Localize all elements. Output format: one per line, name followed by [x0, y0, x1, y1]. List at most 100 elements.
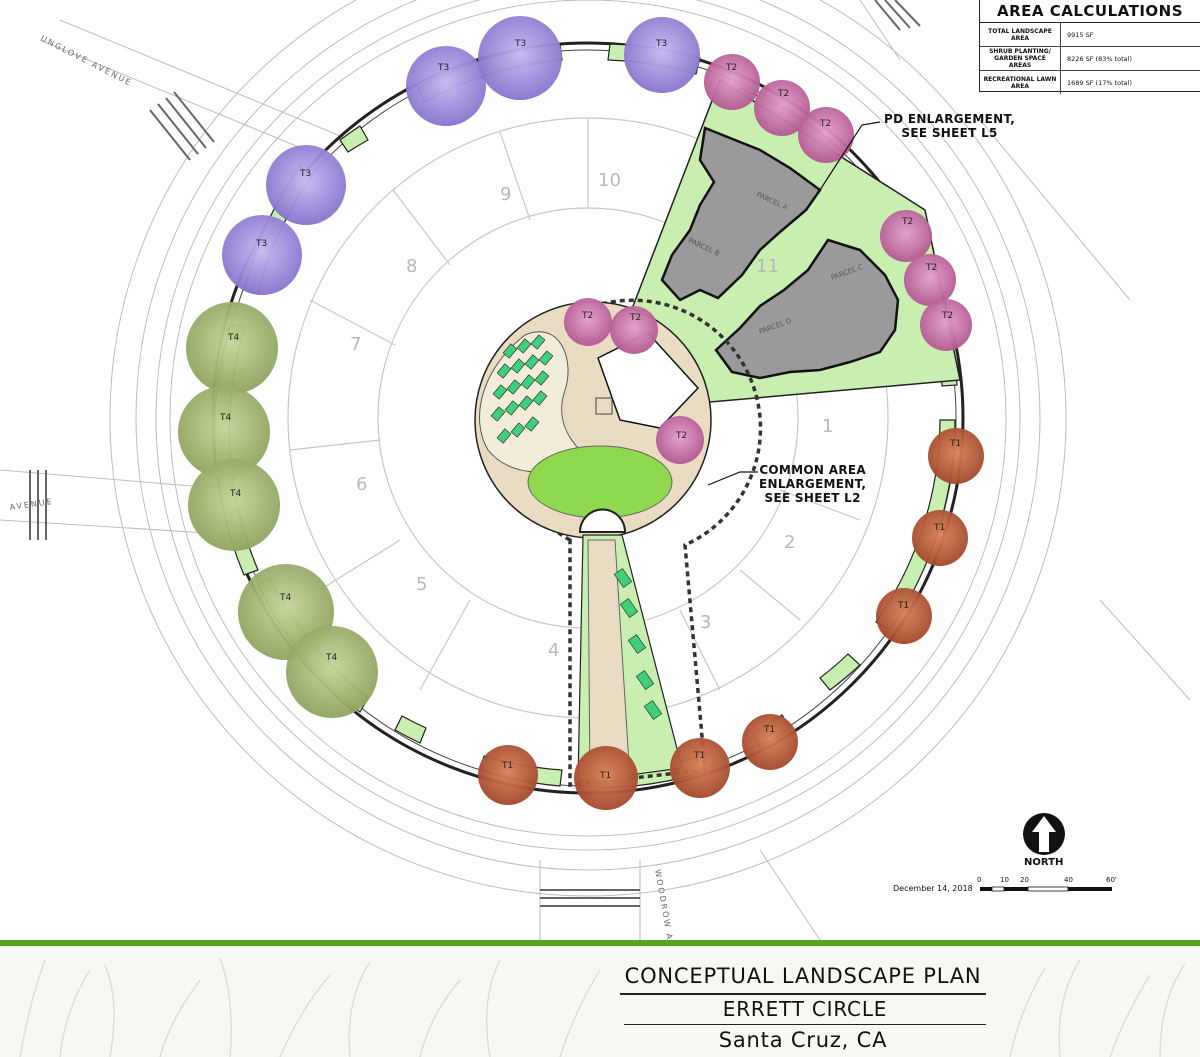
tree-label: T1 [763, 725, 775, 735]
tree-label: T1 [693, 751, 705, 761]
tree-label: T3 [437, 63, 449, 73]
lot-number: 10 [598, 170, 621, 191]
project-name: ERRETT CIRCLE [624, 995, 986, 1025]
lot-number: 4 [548, 640, 559, 661]
landscape-plan-drawing: T3 T3 T3 T3 T3 T4 T4 T4 T4 T4 T2 T2 T2 T… [0, 0, 1191, 940]
tree-label: T2 [819, 119, 831, 129]
keyhole-path [577, 534, 683, 783]
area-calculations-table: AREA CALCULATIONS TOTAL LANDSCAPE AREA 9… [979, 0, 1200, 94]
table-row: RECREATIONAL LAWN AREA 1689 SF (17% tota… [980, 71, 1200, 94]
area-value: 1689 SF (17% total) [1067, 78, 1132, 87]
trees-t4 [178, 302, 378, 718]
tree-t3 [624, 17, 700, 93]
scale-tick-label: 0 [977, 876, 982, 884]
callout-line: SEE SHEET L5 [901, 126, 998, 140]
tree-label: T4 [229, 489, 241, 499]
tree-label: T1 [949, 439, 961, 449]
tree-t1 [912, 510, 968, 566]
plan-title: CONCEPTUAL LANDSCAPE PLAN [620, 962, 986, 995]
project-location: Santa Cruz, CA [718, 1028, 888, 1052]
garden-beds [490, 334, 554, 444]
buildings [660, 126, 900, 380]
north-arrow-icon [1023, 813, 1065, 855]
tree-label: T1 [501, 761, 513, 771]
tree-t4 [186, 302, 278, 394]
street-name: UNGLOVE AVENUE [39, 34, 134, 88]
tree-t3 [478, 16, 562, 100]
scale-bar [980, 886, 1112, 892]
common-area-callout: COMMON AREA ENLARGEMENT, SEE SHEET L2 [759, 463, 866, 505]
street-name: WOODROW AVENUE [653, 869, 681, 940]
tree-t1 [742, 714, 798, 770]
pd-enlargement-callout: PD ENLARGEMENT, SEE SHEET L5 [884, 112, 1015, 140]
lot-number: 2 [784, 532, 795, 553]
tree-label: T3 [655, 39, 667, 49]
lot-number: 5 [416, 574, 427, 595]
tree-t1 [876, 588, 932, 644]
tree-t3 [406, 46, 486, 126]
trees-t1 [478, 428, 984, 810]
scale-tick-label: 40 [1064, 876, 1073, 884]
callout-line: ENLARGEMENT, [759, 477, 867, 491]
lot-number: 9 [500, 184, 511, 205]
tree-label: T2 [725, 63, 737, 73]
footer-grass-band [0, 940, 1200, 1057]
tree-label: T2 [629, 313, 641, 323]
area-calculations-title: AREA CALCULATIONS [980, 0, 1200, 23]
area-value: 9915 SF [1067, 30, 1094, 39]
tree-label: T2 [581, 311, 593, 321]
trees-t3 [222, 16, 700, 295]
tree-label: T3 [255, 239, 267, 249]
callout-line: PD ENLARGEMENT, [884, 112, 1016, 126]
table-row: SHRUB PLANTING/ GARDEN SPACE AREAS 8226 … [980, 47, 1200, 71]
tree-t2 [880, 210, 932, 262]
lot-number: 7 [350, 334, 361, 355]
lot-number: 8 [406, 256, 417, 277]
tree-t2 [904, 254, 956, 306]
lot-number: 6 [356, 474, 367, 495]
tree-label: T2 [941, 311, 953, 321]
tree-t2 [610, 306, 658, 354]
tree-t1 [478, 745, 538, 805]
tree-t4 [178, 386, 270, 478]
area-label: TOTAL LANDSCAPE AREA [980, 23, 1061, 46]
area-label: SHRUB PLANTING/ GARDEN SPACE AREAS [980, 47, 1061, 70]
tree-t2 [754, 80, 810, 136]
tree-label: T1 [599, 771, 611, 781]
table-row: TOTAL LANDSCAPE AREA 9915 SF [980, 23, 1200, 47]
north-label: NORTH [1024, 857, 1064, 868]
callout-line: COMMON AREA [759, 463, 866, 477]
title-block: CONCEPTUAL LANDSCAPE PLAN ERRETT CIRCLE … [620, 962, 986, 1055]
street-name: AVENUE [9, 497, 54, 512]
scale-tick-label: 20 [1020, 876, 1029, 884]
tree-t2 [564, 298, 612, 346]
tree-label: T2 [675, 431, 687, 441]
crosswalks [29, 0, 921, 907]
tree-label: T4 [279, 593, 291, 603]
tree-t3 [266, 145, 346, 225]
scale-tick-label: 60' [1106, 876, 1117, 884]
tree-t4 [286, 626, 378, 718]
callout-line: SEE SHEET L2 [764, 491, 861, 505]
tree-t4 [188, 459, 280, 551]
street-linework [0, 0, 1191, 940]
tree-t1 [928, 428, 984, 484]
tree-t2 [704, 54, 760, 110]
tree-label: T1 [933, 523, 945, 533]
tree-label: T4 [325, 653, 337, 663]
area-value: 8226 SF (83% total) [1067, 54, 1132, 63]
scale-tick-label: 10 [1000, 876, 1009, 884]
tree-label: T4 [219, 413, 231, 423]
tree-label: T2 [777, 89, 789, 99]
tree-label: T3 [299, 169, 311, 179]
tree-t2 [656, 416, 704, 464]
tree-label: T1 [897, 601, 909, 611]
tree-label: T2 [925, 263, 937, 273]
lot-number: 11 [756, 256, 779, 277]
area-label: RECREATIONAL LAWN AREA [980, 71, 1061, 94]
lot-number: 1 [822, 416, 833, 437]
lot-number: 3 [700, 612, 711, 633]
tree-label: T3 [514, 39, 526, 49]
tree-label: T2 [901, 217, 913, 227]
tree-t2 [920, 299, 972, 351]
